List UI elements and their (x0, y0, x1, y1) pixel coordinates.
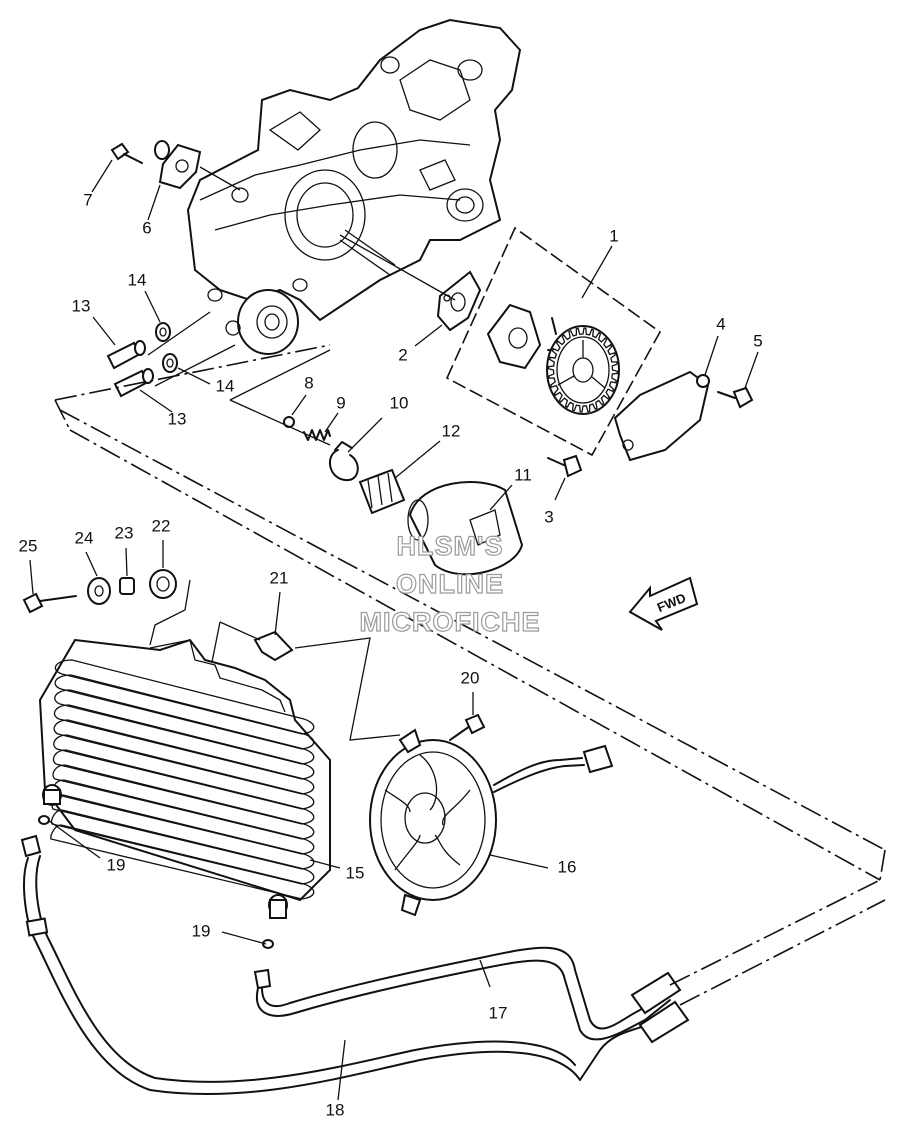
callout-5: 5 (753, 331, 762, 350)
callout-13-lower: 13 (168, 409, 187, 428)
crankcase (186, 18, 522, 355)
callout-15: 15 (346, 863, 365, 882)
part-3-bolt (547, 454, 583, 478)
watermark-line-3: MICROFICHE (360, 607, 541, 637)
callout-13-upper: 13 (72, 296, 91, 315)
callout-18: 18 (326, 1100, 345, 1119)
part-6-gasket-cover (154, 140, 202, 190)
callout-labels: 1 2 3 4 5 6 7 8 9 10 11 12 13 13 14 14 1… (19, 190, 763, 1119)
part-7-bolt (110, 142, 143, 164)
part-16-cooling-fan (369, 728, 614, 917)
part-14-o-rings (155, 322, 178, 373)
part-2-gasket (436, 270, 482, 332)
callout-12: 12 (442, 421, 461, 440)
part-18-oil-hose (20, 834, 690, 1096)
watermark-line-1: HLSM'S (397, 531, 504, 561)
callout-10: 10 (390, 393, 409, 412)
part-4-pump-cover (613, 370, 710, 462)
part-12-relief-valve (358, 468, 406, 515)
assembly-lines (54, 166, 886, 1006)
part-1-assembly-boundary (445, 226, 662, 457)
callout-3: 3 (544, 507, 553, 526)
callout-22: 22 (152, 516, 171, 535)
part-25-bolt (22, 592, 77, 614)
callout-20: 20 (461, 668, 480, 687)
forward-direction-arrow: FWD (628, 576, 699, 631)
callout-19-upper: 19 (107, 855, 126, 874)
callout-2: 2 (398, 345, 407, 364)
part-5-bolt (717, 386, 754, 409)
callout-19-lower: 19 (192, 921, 211, 940)
callout-21: 21 (270, 568, 289, 587)
part-15-oil-cooler (38, 638, 331, 919)
callout-4: 4 (716, 314, 725, 333)
part-21-clip (253, 630, 294, 662)
watermark-line-2: ONLINE (396, 569, 504, 599)
oil-pump-gear (546, 325, 620, 415)
callout-9: 9 (336, 393, 345, 412)
callout-23: 23 (115, 523, 134, 542)
part-9-spring (303, 429, 331, 441)
part-24-washer (87, 577, 111, 605)
callout-1: 1 (609, 226, 618, 245)
watermark: HLSM'S ONLINE MICROFICHE (359, 530, 541, 637)
callout-6: 6 (142, 218, 151, 237)
callout-17: 17 (489, 1003, 508, 1022)
part-23-collar (119, 577, 135, 595)
callout-14-upper: 14 (128, 270, 147, 289)
callout-14-lower: 14 (216, 376, 235, 395)
part-1-oil-pump (486, 303, 620, 415)
callout-24: 24 (75, 528, 94, 547)
callout-7: 7 (83, 190, 92, 209)
part-13-union-bolts (106, 340, 154, 398)
part-22-grommet (149, 569, 177, 599)
part-20-bolt (449, 713, 486, 741)
part-17-oil-hose (253, 946, 682, 1041)
callout-8: 8 (304, 373, 313, 392)
callout-leaders (29, 159, 759, 1101)
callout-25: 25 (19, 536, 38, 555)
callout-16: 16 (558, 857, 577, 876)
part-10-circlip (329, 441, 359, 482)
callout-11: 11 (514, 465, 532, 484)
